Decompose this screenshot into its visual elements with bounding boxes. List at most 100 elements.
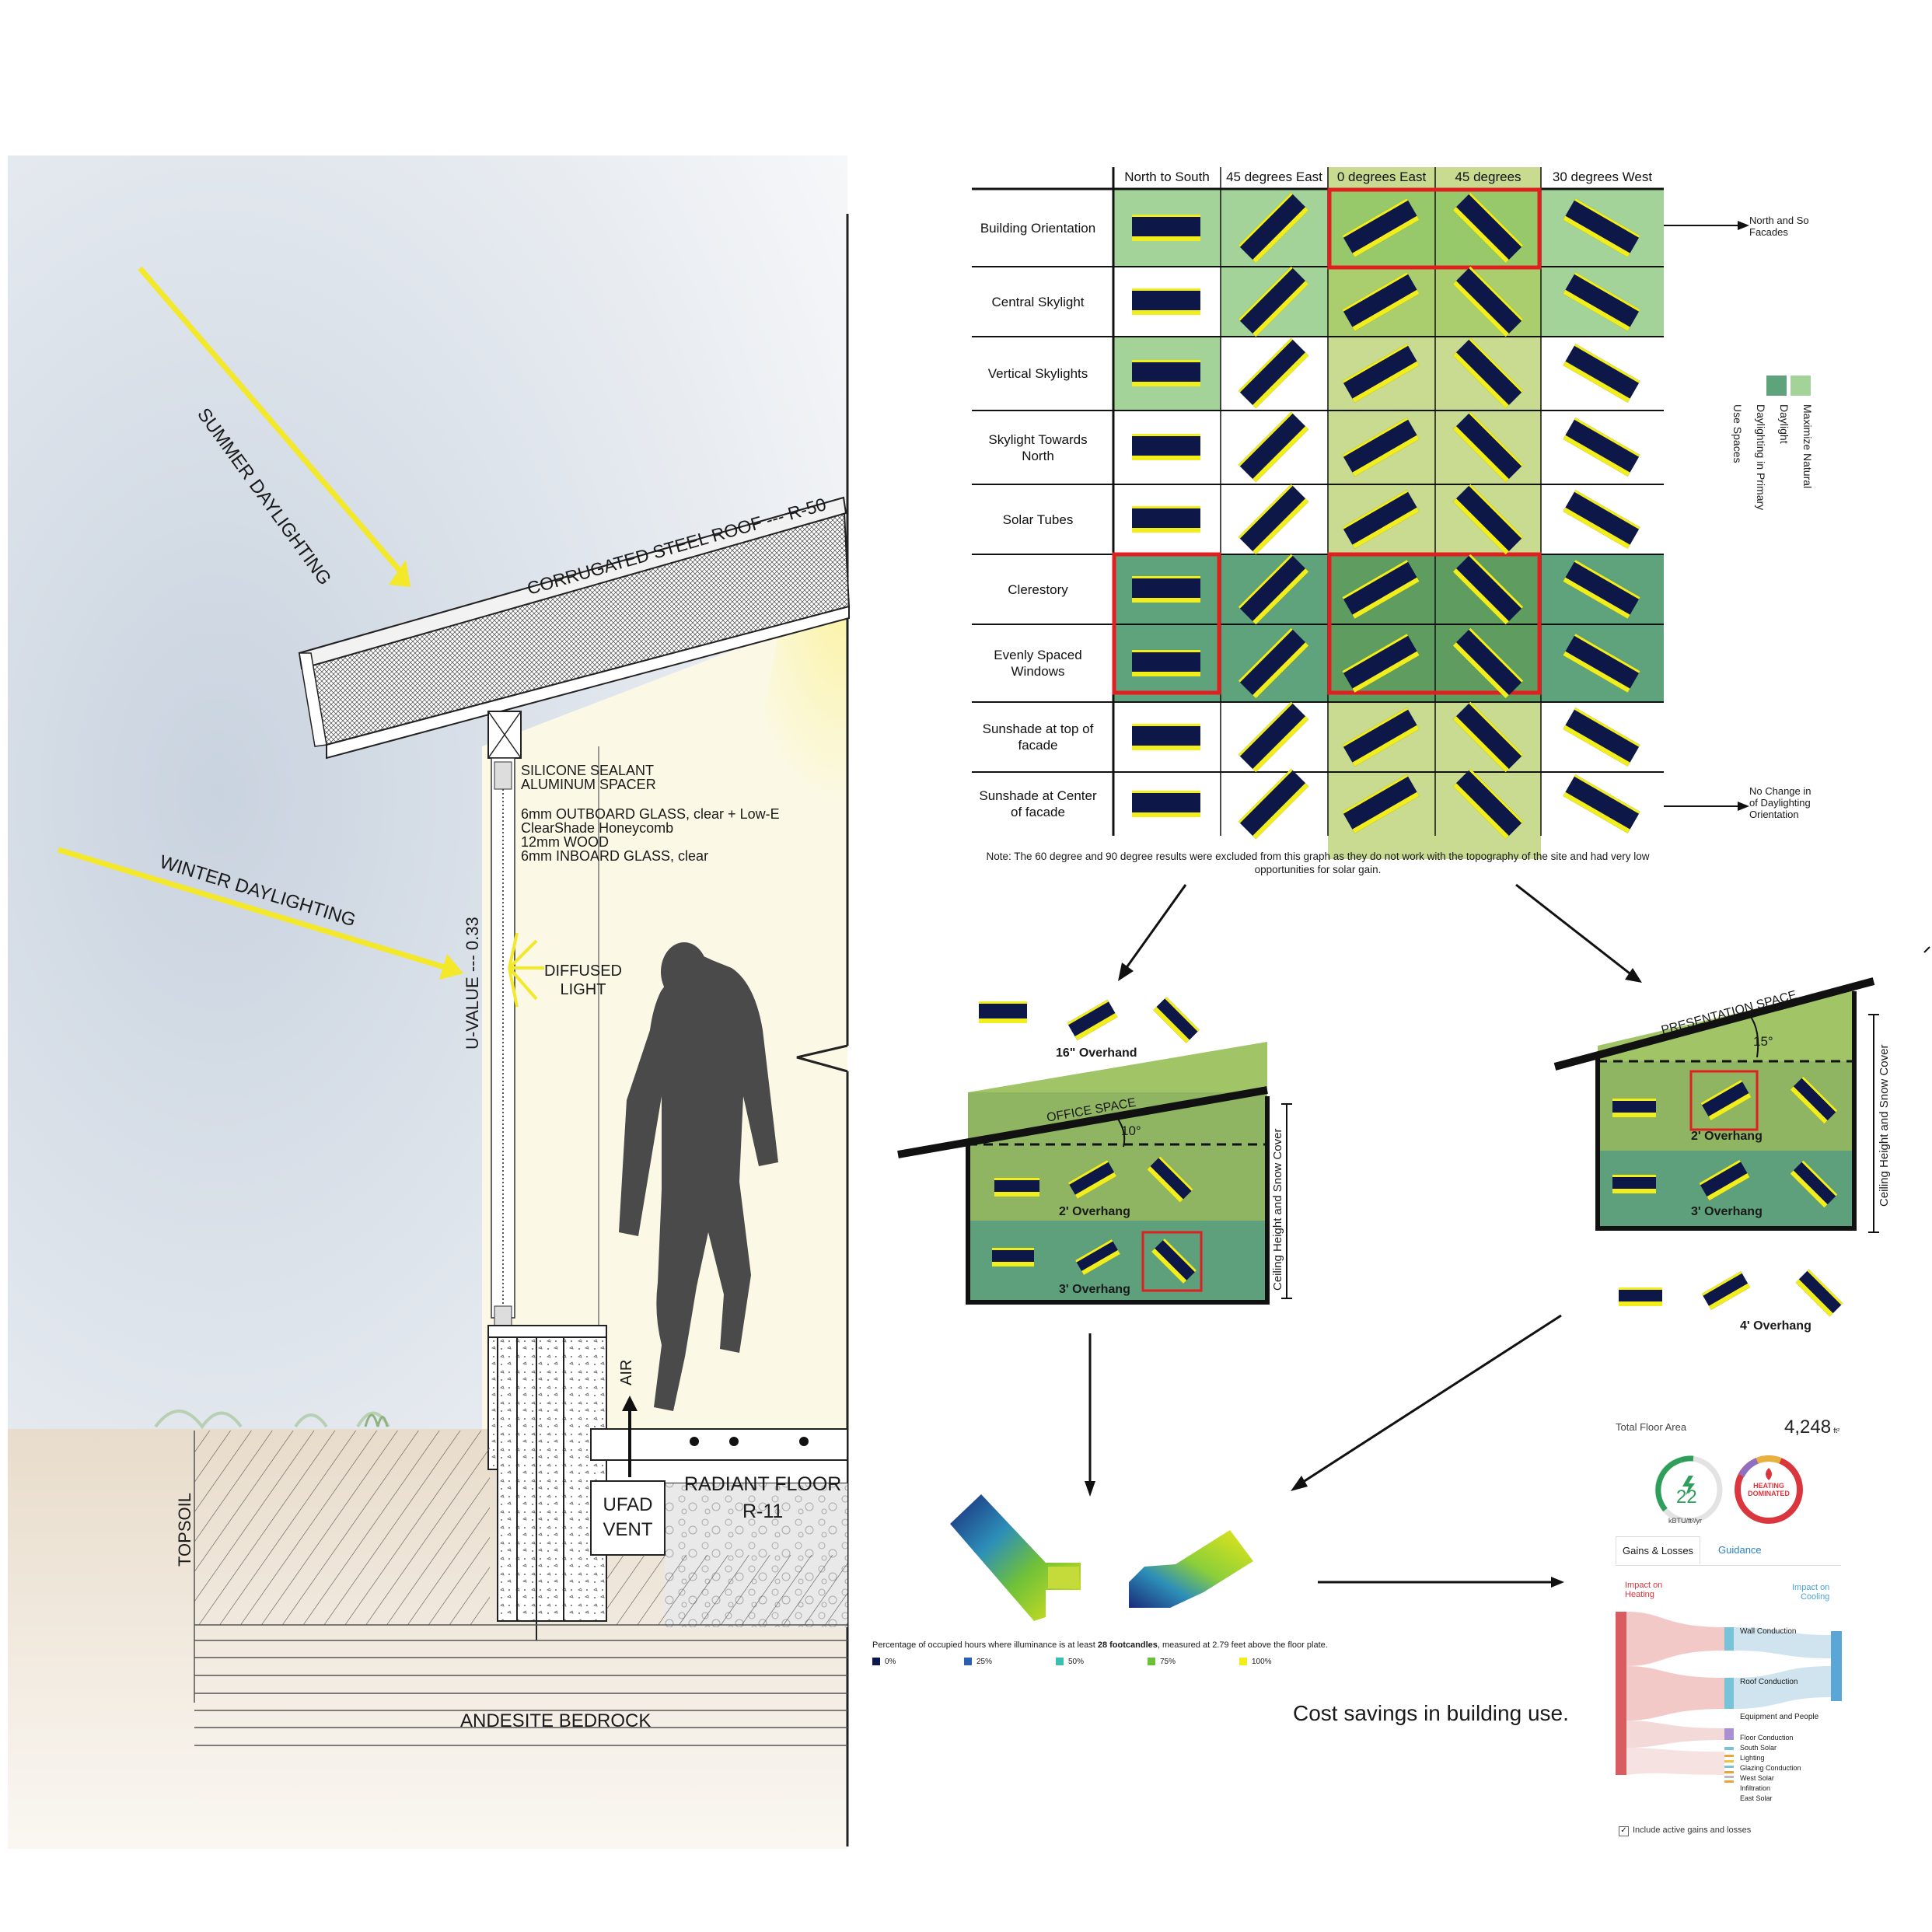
simulation-tile [1342,272,1420,331]
simulation-tile [1132,215,1200,241]
wall-layers: SILICONE SEALANT ALUMINUM SPACER 6mm OUT… [521,763,780,863]
topsoil-label: TOPSOIL [175,1493,194,1567]
simulation-tile [1132,650,1200,676]
legend-swatch [1239,1658,1247,1666]
simulation-tile [1132,434,1200,460]
wall-layer: 6mm OUTBOARD GLASS, clear + Low-E [521,806,780,822]
legend-swatch [1056,1658,1064,1666]
simulation-tile [1563,490,1640,549]
column-header: North to South [1124,169,1210,184]
simulation-tile [1238,701,1309,773]
eui-gauge [1654,1455,1803,1524]
area-value: 4,248 [1784,1417,1832,1438]
simulation-tile [1563,417,1640,477]
simulation-tile [992,1248,1034,1266]
flow-label: South Solar [1740,1744,1777,1752]
caption-text: Percentage of occupied hours where illum… [872,1640,1098,1650]
simulation-tile [1132,576,1200,603]
wall-layer: ClearShade Honeycomb [521,820,674,836]
simulation-tile [1342,707,1420,767]
heating-badge: HEATING DOMINATED [1748,1482,1790,1497]
presentation-overhang-2: 2' Overhang [1691,1130,1763,1143]
row-label: Vertical Skylights [987,366,1088,381]
simulation-tile [1238,266,1309,337]
office-overhang-16: 16" Overhand [1056,1046,1137,1060]
presentation-overhang-3: 3' Overhang [1691,1205,1763,1218]
eui-value: 22 [1676,1487,1697,1508]
simulation-tile [1067,1160,1117,1199]
simulation-tile [1699,1159,1750,1201]
wall-section: SUMMER DAYLIGHTING WINTER DAYLIGHTING CO… [0,0,855,1932]
row-label: Building Orientation [980,220,1096,236]
legend-label: 100% [1252,1658,1272,1666]
simulation-tile [1612,1099,1656,1117]
legend-item: 25% [964,1658,1056,1666]
u-value-label: U-VALUE --- 0.33 [463,917,482,1050]
wall-section-drawing [8,155,851,1849]
simulation-tile [1238,484,1309,555]
simulation-tile [1452,627,1524,699]
row-label: Clerestory [1008,582,1068,597]
tab-divider [1616,1565,1841,1566]
simulation-tile [1563,560,1640,619]
simulation-tile [1132,724,1200,750]
simulation-tile [1790,1076,1838,1124]
simulation-tile [1075,1239,1120,1276]
wall-layer: ALUMINUM SPACER [521,777,656,792]
bedrock-label: ANDESITE BEDROCK [460,1710,652,1731]
flow-label: East Solar [1740,1794,1773,1802]
tab-guidance[interactable]: Guidance [1718,1544,1762,1556]
simulation-tile [1238,192,1309,264]
simulation-tiles [0,0,1932,894]
simulation-tile [1342,560,1420,619]
simulation-tile [1132,360,1200,386]
caption-bold: 28 footcandles [1097,1640,1158,1650]
simulation-tile [1563,198,1640,257]
tab-gains-losses[interactable]: Gains & Losses [1616,1536,1701,1564]
simulation-tile [1700,1079,1752,1121]
simulation-tile [1151,1239,1197,1284]
legend-swatch [872,1658,880,1666]
office-overhang-3: 3' Overhang [1059,1283,1130,1296]
legend-label: 75% [1160,1658,1176,1666]
side-note-top: North and So Facades [1749,215,1809,238]
cost-savings-caption: Cost savings in building use. [1293,1701,1569,1725]
simulation-tile [1342,198,1420,257]
legend-label: 0% [885,1658,896,1666]
row-label: Sunshade at Center of facade [979,788,1097,819]
row-label: Evenly Spaced Windows [994,648,1082,679]
simulation-tile [1342,344,1420,403]
simulation-tile [1452,484,1524,555]
flow-label: Equipment and People [1740,1713,1819,1721]
simulation-tile [1790,1160,1838,1208]
legend-label: 50% [1068,1658,1085,1666]
column-header: 0 degrees East [1336,169,1427,184]
simulation-tile [1238,554,1309,625]
flow-label: Infiltration [1740,1784,1771,1792]
simulation-tile [1238,627,1309,699]
row-label: Skylight Towards North [988,431,1088,463]
flow-label: Wall Conduction [1740,1627,1797,1636]
simulation-tile [1563,272,1640,331]
simulation-tile [1563,344,1640,403]
simulation-tile [1452,701,1524,773]
simulation-tile [1452,411,1524,483]
include-active-checkbox[interactable]: ✓ [1619,1826,1629,1836]
total-floor-area-label: Total Floor Area [1616,1421,1687,1433]
simulation-tile [1238,411,1309,483]
ufad-vent-label: UFAD VENT [603,1494,653,1540]
office-overhang-2: 2' Overhang [1059,1205,1130,1218]
wall-layer: 6mm INBOARD GLASS, clear [521,848,709,864]
row-label: Central Skylight [991,294,1085,309]
legend-swatch [964,1658,972,1666]
simulation-tile [1342,634,1420,693]
legend-item: 100% [1239,1658,1301,1666]
include-active-label: Include active gains and losses [1633,1825,1752,1835]
simulation-tile [1563,774,1640,833]
legend-item: 75% [1148,1658,1239,1666]
simulation-tile [1452,768,1524,840]
legend-item: 50% [1056,1658,1148,1666]
simulation-tile [1238,768,1309,840]
column-header: 30 degrees West [1552,169,1653,184]
